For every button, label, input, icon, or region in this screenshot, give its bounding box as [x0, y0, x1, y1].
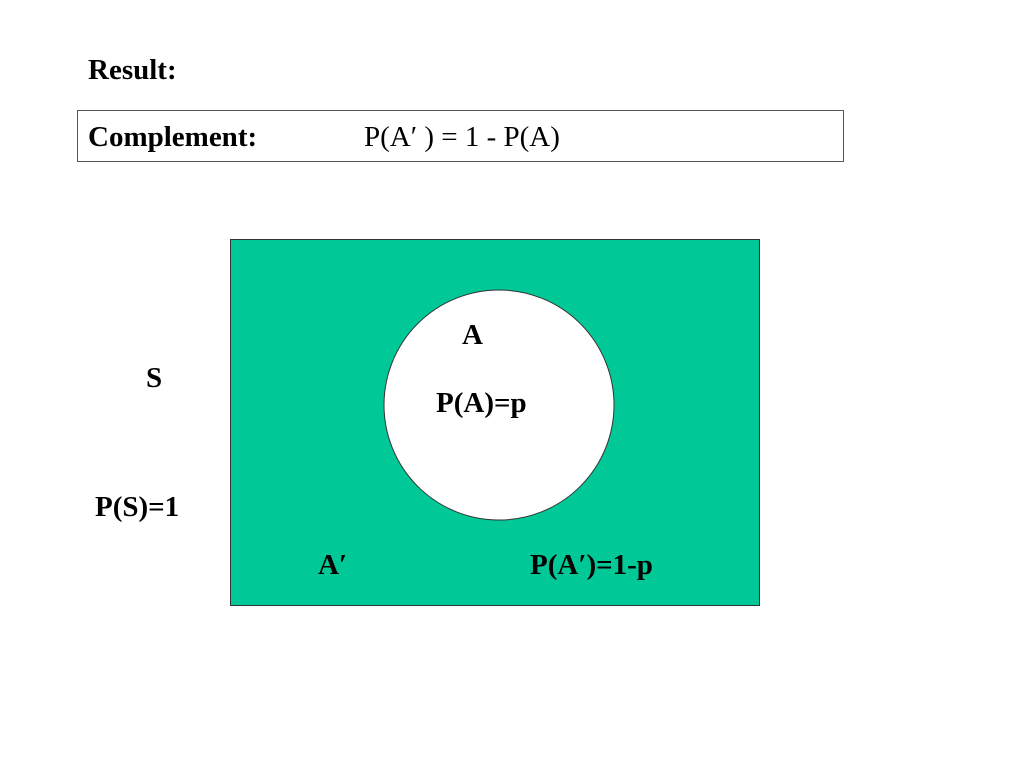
- event-a-circle: [383, 289, 615, 521]
- sample-space-label: S: [146, 362, 163, 394]
- sample-space-probability: P(S)=1: [95, 491, 180, 523]
- heading-result: Result:: [88, 54, 177, 86]
- rule-label: Complement:: [88, 121, 258, 153]
- rule-formula: P(A′ ) = 1 - P(A): [364, 121, 560, 153]
- complement-rule-box: Complement: P(A′ ) = 1 - P(A): [77, 110, 844, 162]
- event-a-label: A: [462, 319, 483, 351]
- event-a-probability: P(A)=p: [436, 387, 527, 419]
- complement-probability: P(A′)=1-p: [530, 549, 653, 581]
- complement-label: A′: [318, 549, 348, 581]
